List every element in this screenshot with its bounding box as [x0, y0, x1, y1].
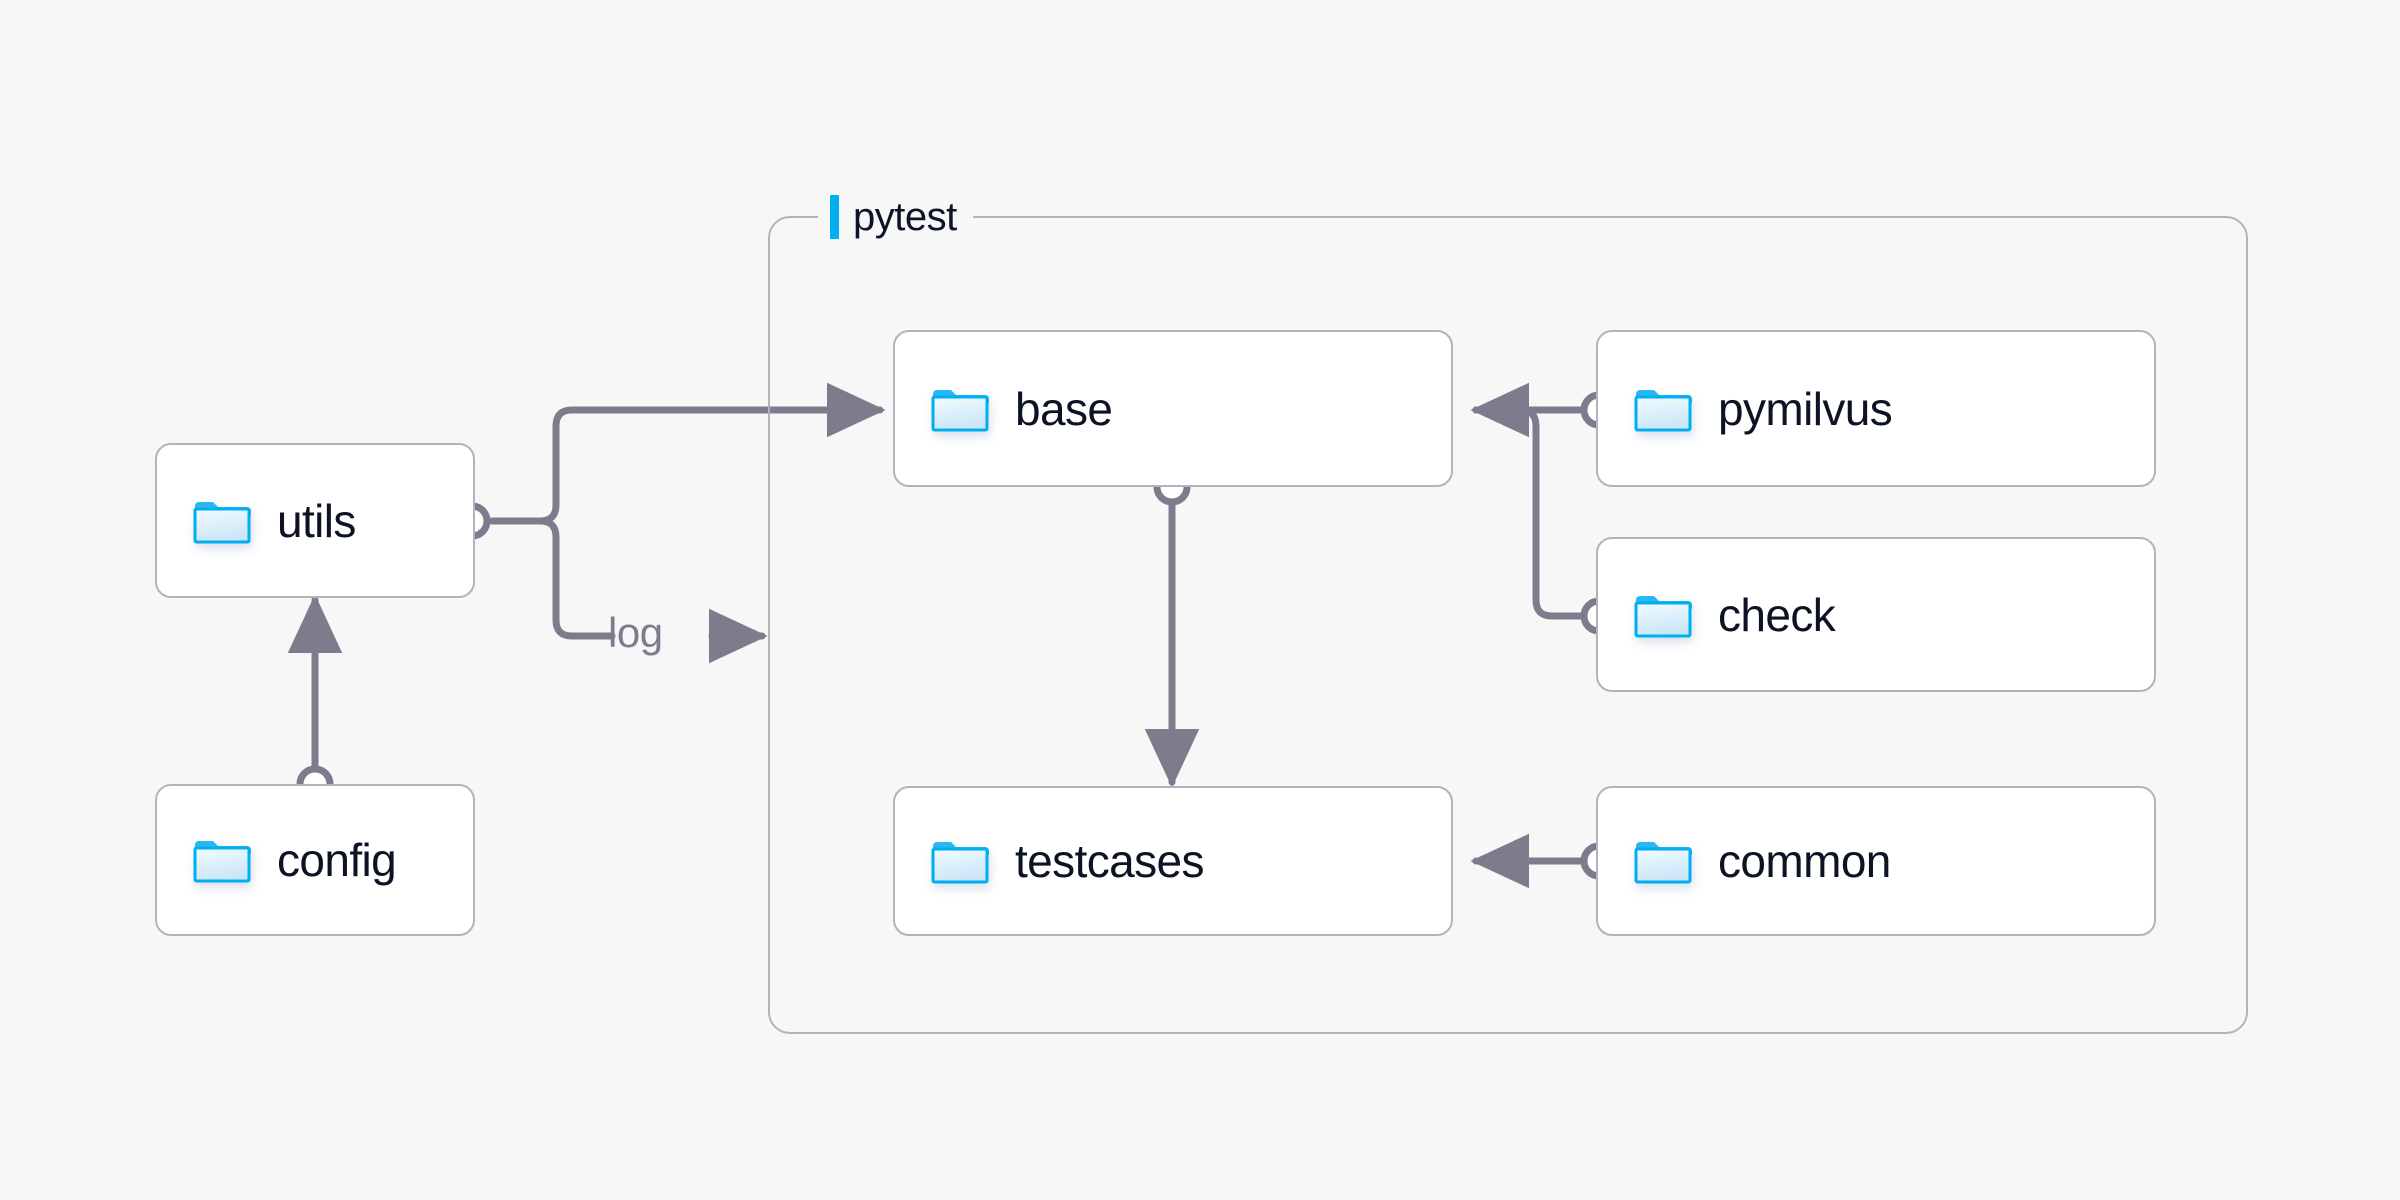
folder-icon: [193, 498, 251, 544]
folder-icon: [1634, 592, 1692, 638]
node-label: config: [277, 834, 397, 886]
node-label: base: [1015, 382, 1113, 435]
group-label-pytest: pytest: [818, 190, 973, 244]
group-accent-bar: [830, 195, 839, 239]
node-label: utils: [277, 494, 356, 547]
group-box-pytest: [768, 216, 2248, 1034]
folder-icon: [1634, 386, 1692, 432]
node-testcases[interactable]: testcases: [893, 786, 1453, 936]
folder-icon: [1634, 838, 1692, 884]
folder-icon: [931, 838, 989, 884]
node-base[interactable]: base: [893, 330, 1453, 487]
node-label: check: [1718, 588, 1836, 641]
node-check[interactable]: check: [1596, 537, 2156, 692]
node-utils[interactable]: utils: [155, 443, 475, 598]
node-config[interactable]: config: [155, 784, 475, 936]
group-title: pytest: [853, 195, 957, 239]
node-common[interactable]: common: [1596, 786, 2156, 936]
node-label: testcases: [1015, 835, 1205, 887]
node-label: pymilvus: [1718, 382, 1893, 435]
edge-label-log: log: [608, 609, 663, 656]
folder-icon: [931, 386, 989, 432]
node-label: common: [1718, 835, 1891, 887]
node-pymilvus[interactable]: pymilvus: [1596, 330, 2156, 487]
folder-icon: [193, 837, 251, 883]
edge-utils-to-log: [536, 517, 616, 640]
